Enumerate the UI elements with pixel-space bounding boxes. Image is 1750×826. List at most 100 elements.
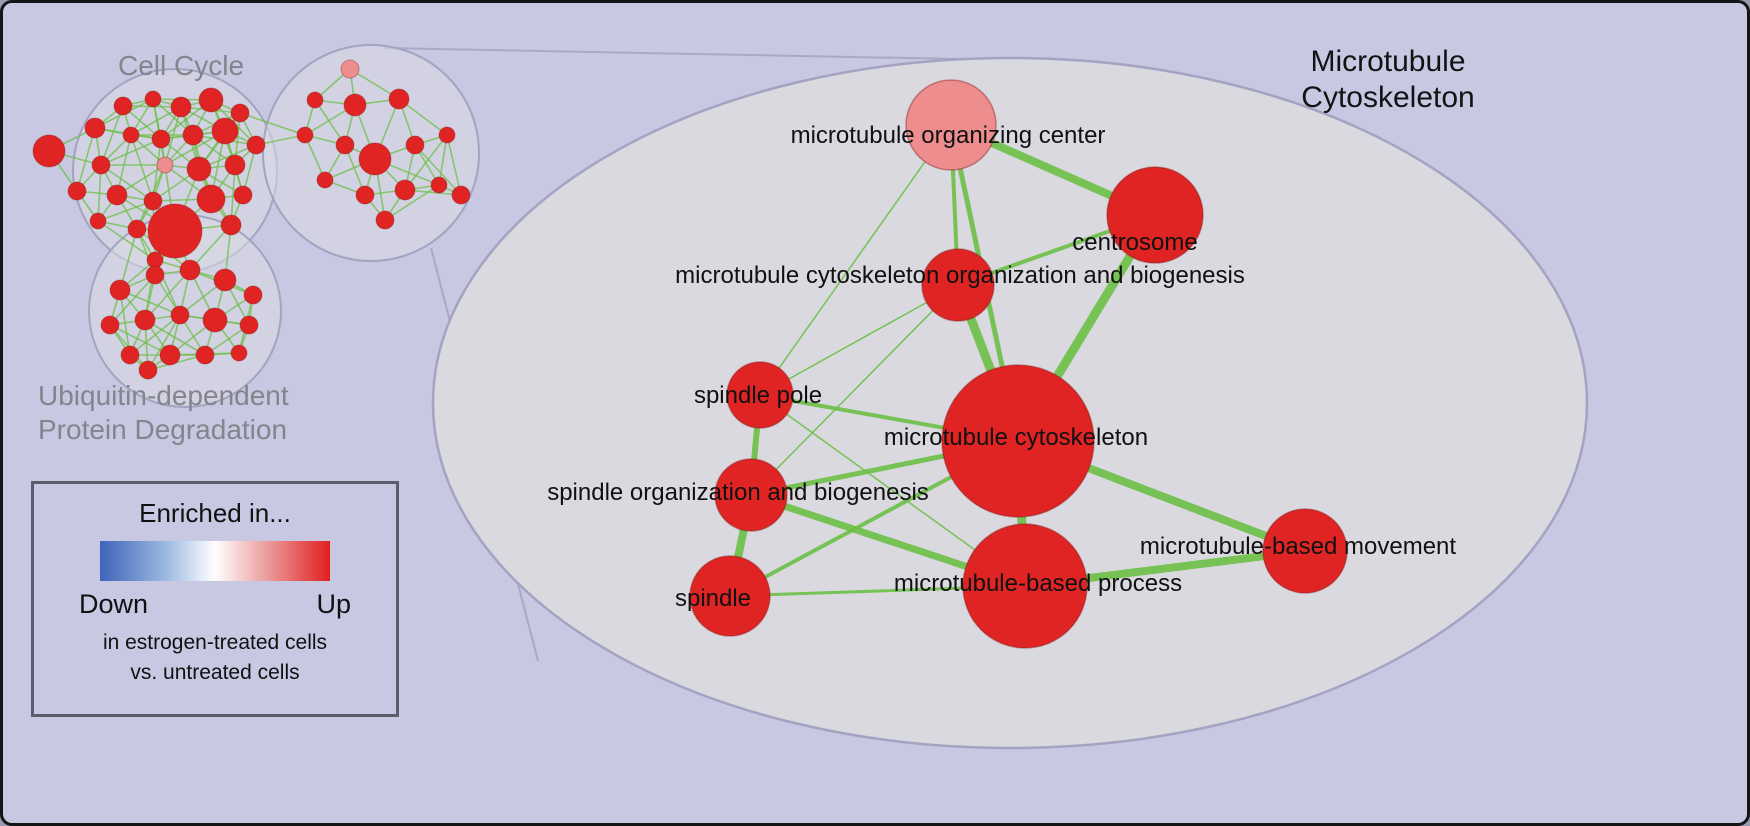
mini-node	[122, 126, 140, 144]
mini-edge	[119, 289, 181, 316]
node-mcob	[921, 248, 995, 322]
mini-edge	[438, 134, 448, 186]
mini-node	[375, 210, 395, 230]
mini-edge	[130, 134, 154, 202]
mini-edge	[109, 274, 156, 326]
mini-node	[198, 87, 224, 113]
cluster-label-microtubule-line1: Microtubule	[1310, 45, 1465, 78]
cluster-label-cell-cycle: Cell Cycle	[118, 50, 244, 81]
mini-edge	[404, 134, 448, 191]
node-spindle	[689, 555, 771, 637]
mini-node	[100, 315, 120, 335]
mini-edge	[97, 220, 156, 261]
mini-edge	[76, 127, 96, 192]
mini-node	[170, 305, 190, 325]
node-label-microtubule-cytoskeleton: microtubule cytoskeleton	[884, 424, 1148, 451]
zoom-cone-line	[382, 47, 1012, 61]
mini-node	[316, 171, 334, 189]
node-mbp	[962, 523, 1088, 649]
mini-edge	[147, 314, 181, 371]
node-label-spindle-pole: spindle pole	[694, 382, 822, 409]
mini-node	[186, 156, 212, 182]
mini-node	[170, 96, 192, 118]
mini-node	[233, 185, 253, 205]
mini-node	[147, 203, 203, 259]
mini-node	[32, 134, 66, 168]
mini-node	[127, 219, 147, 239]
mini-node	[211, 117, 239, 145]
node-label-centrosome: centrosome	[1072, 229, 1197, 256]
mini-node	[394, 179, 416, 201]
cluster-label-microtubule-line2: Cytoskeleton	[1301, 81, 1474, 114]
legend-gradient-bar	[100, 541, 330, 581]
mini-node	[358, 142, 392, 176]
node-centrosome	[1106, 166, 1204, 264]
mini-node	[179, 259, 201, 281]
mini-node	[91, 155, 111, 175]
edge-mcob-sob	[750, 284, 959, 496]
cluster-label-ubiquitin-line1: Ubiquitin-dependent	[38, 380, 289, 411]
mini-node	[138, 360, 158, 380]
legend-caption-line2: vs. untreated cells	[130, 661, 300, 685]
mini-edge	[239, 112, 306, 136]
mini-edge	[164, 106, 182, 166]
mini-node	[213, 268, 237, 292]
mini-node	[220, 214, 242, 236]
detail-network-nodes	[689, 79, 1348, 649]
mini-node	[451, 185, 471, 205]
mini-edge	[129, 314, 181, 356]
mini-edge	[414, 144, 462, 196]
node-moc	[905, 79, 997, 171]
network-canvas: Cell Cycle Ubiquitin-dependent Protein D…	[32, 44, 1589, 750]
mini-edge	[230, 164, 236, 226]
mini-edge	[189, 224, 232, 271]
mini-node	[239, 315, 259, 335]
legend-end-labels: Down Up	[79, 589, 351, 620]
mini-node	[106, 184, 128, 206]
mini-edge	[100, 105, 124, 166]
mini-node	[306, 91, 324, 109]
mini-node	[109, 279, 131, 301]
mini-node	[156, 156, 174, 174]
mini-edge	[314, 99, 346, 146]
mini-node	[438, 126, 456, 144]
legend-caption: in estrogen-treated cells vs. untreated …	[103, 628, 327, 689]
mini-node	[143, 191, 163, 211]
mini-node	[144, 90, 162, 108]
mini-node	[224, 154, 246, 176]
mini-node	[67, 181, 87, 201]
mini-node	[84, 117, 106, 139]
mini-node	[151, 129, 171, 149]
mini-node	[145, 265, 165, 285]
mini-node	[120, 345, 140, 365]
legend-caption-line1: in estrogen-treated cells	[102, 631, 328, 654]
mini-node	[355, 185, 375, 205]
mini-node	[230, 344, 248, 362]
mini-edge	[100, 138, 162, 166]
mini-node	[296, 126, 314, 144]
mini-node	[243, 285, 263, 305]
legend: Enriched in... Down Up in estrogen-treat…	[31, 481, 399, 717]
mini-network-nodes	[32, 59, 471, 380]
mini-node	[196, 184, 226, 214]
mini-node	[340, 59, 360, 79]
mini-node	[195, 345, 215, 365]
labels: Cell Cycle Ubiquitin-dependent Protein D…	[38, 45, 1475, 612]
legend-title: Enriched in...	[139, 498, 291, 528]
node-label-spindle-organization: spindle organization and biogenesis	[547, 479, 929, 506]
mini-node	[182, 124, 204, 146]
edge-moc-spindle_pole	[759, 124, 952, 396]
mini-node	[343, 93, 367, 117]
node-spindle_pole	[726, 361, 794, 429]
node-label-spindle: spindle	[675, 585, 751, 612]
mini-node	[134, 309, 156, 331]
mini-edge	[144, 269, 191, 321]
mini-node	[246, 135, 266, 155]
cluster-label-ubiquitin-line2: Protein Degradation	[38, 414, 287, 445]
mini-node	[230, 103, 250, 123]
legend-up-label: Up	[316, 589, 351, 619]
mini-edge	[446, 134, 462, 196]
mini-node	[405, 135, 425, 155]
mini-edge	[384, 184, 440, 221]
